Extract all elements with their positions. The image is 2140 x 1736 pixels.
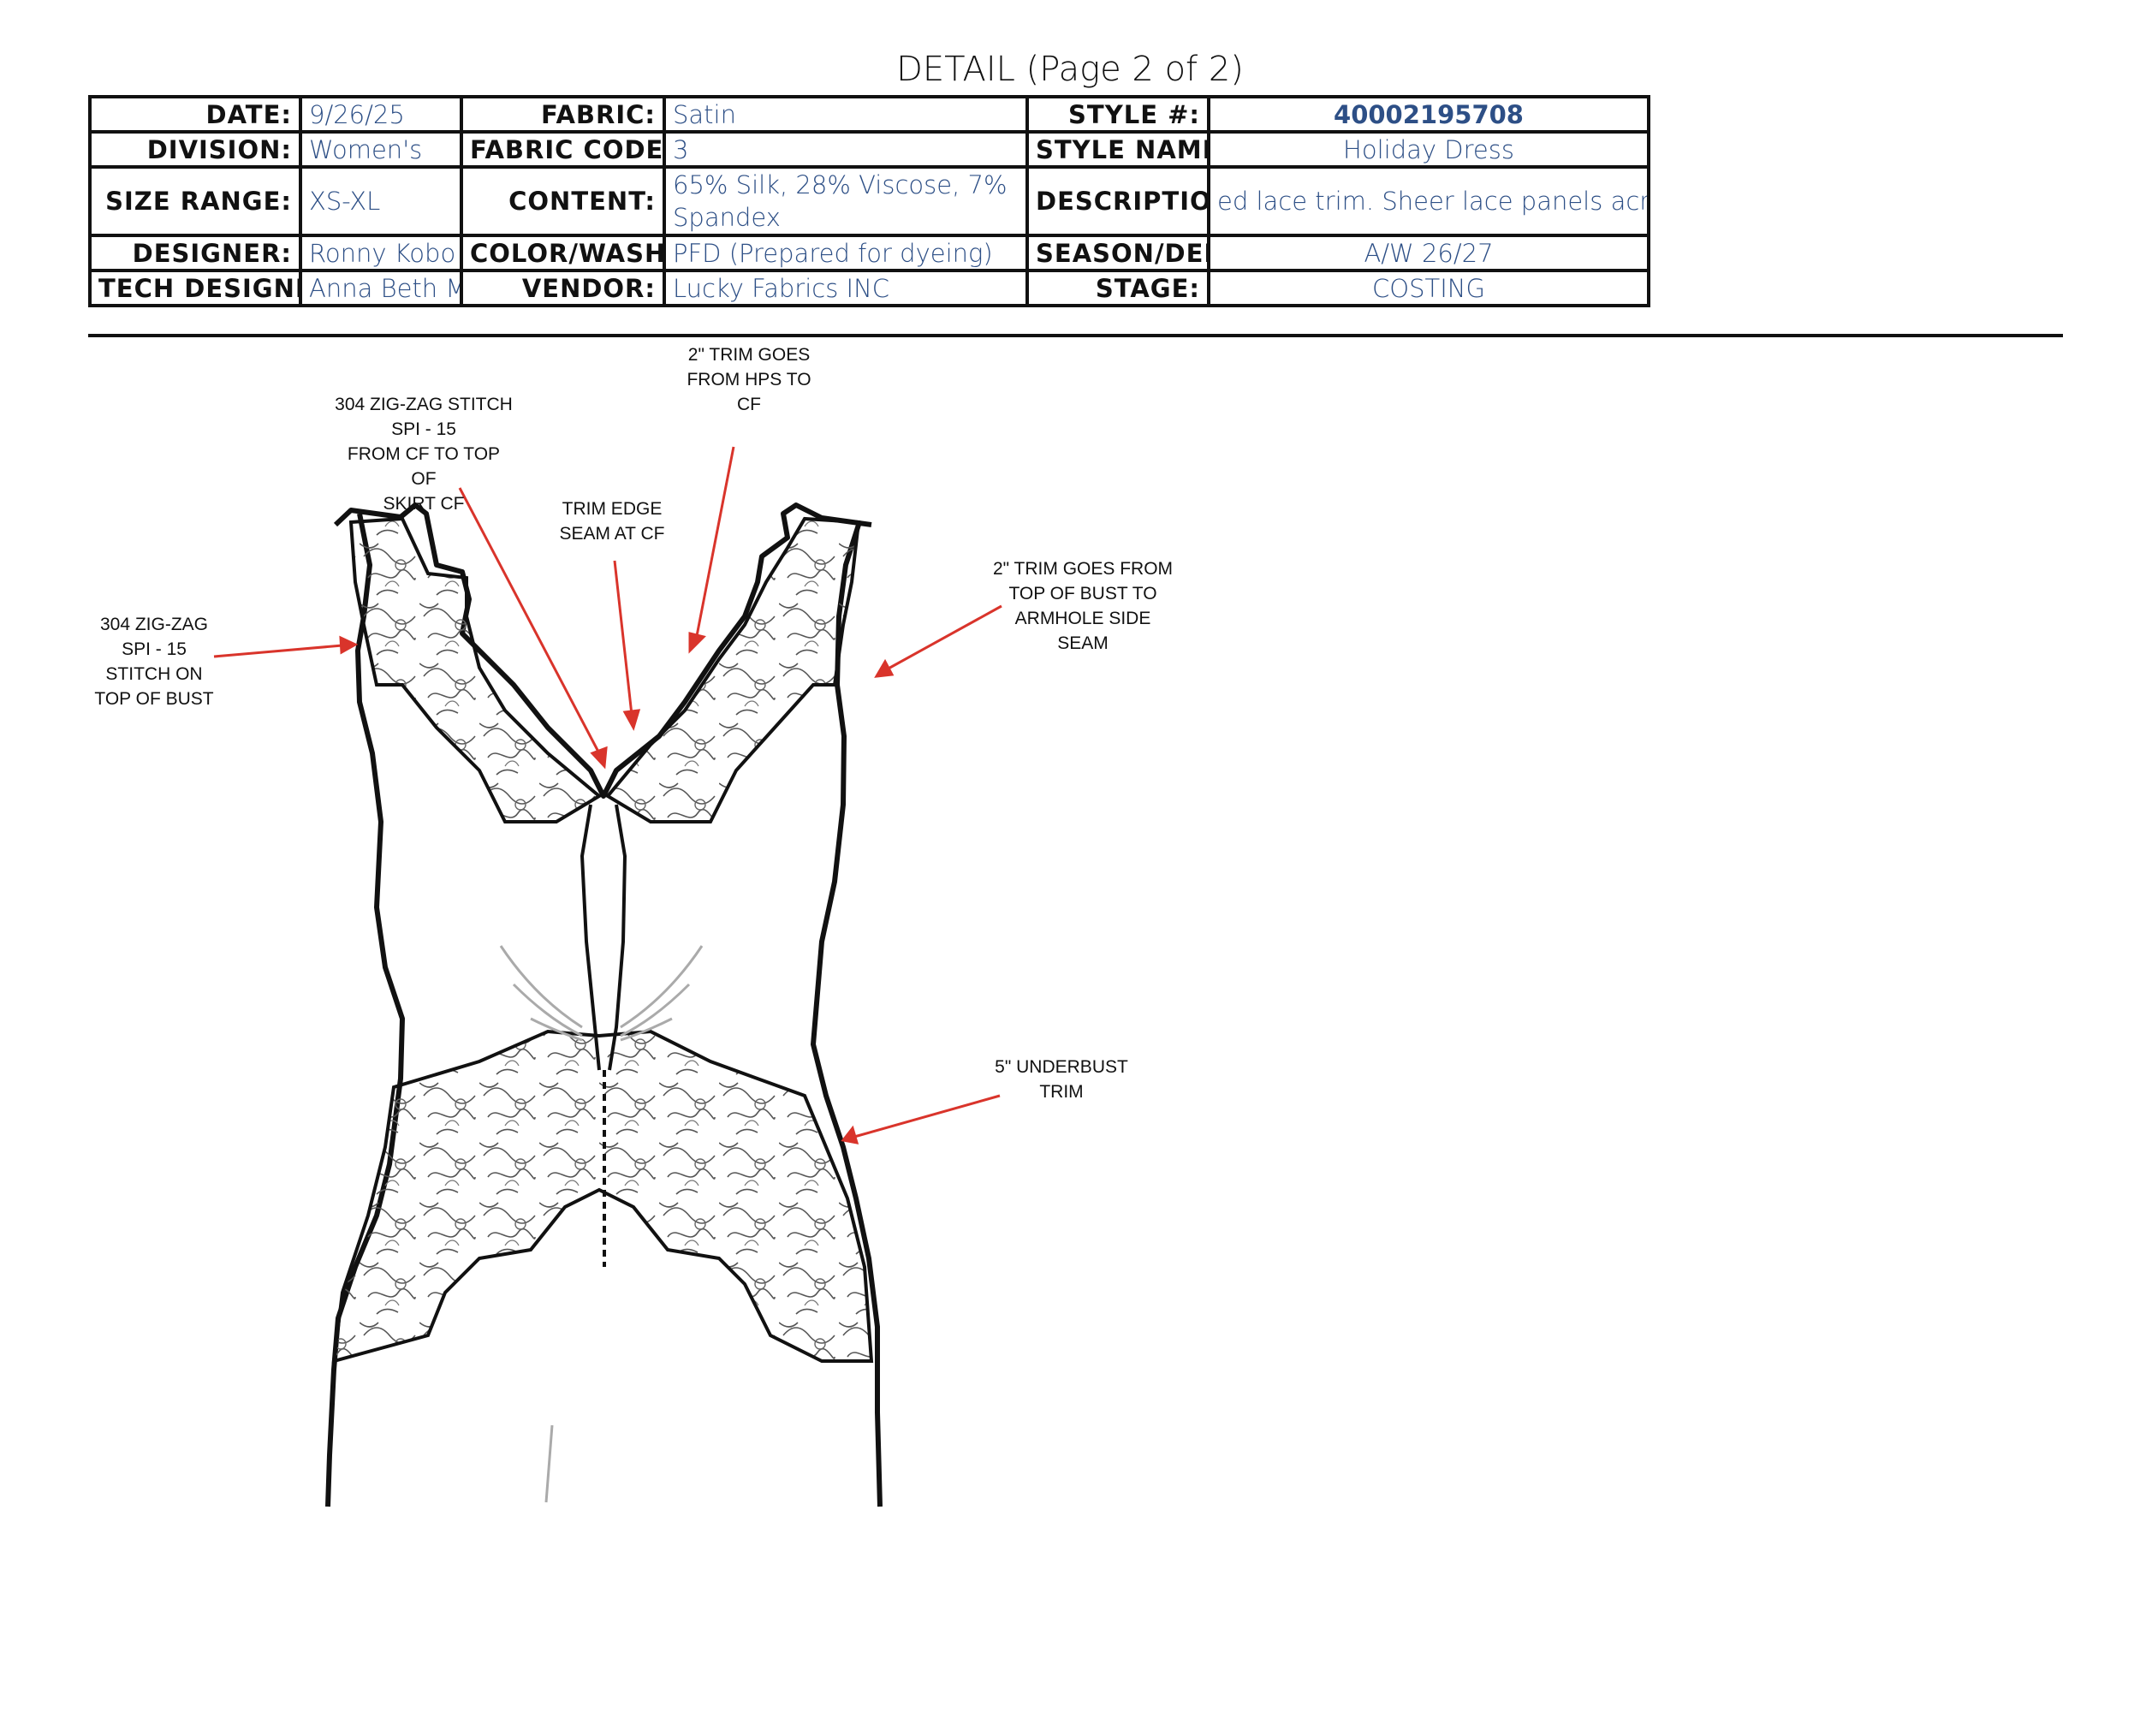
callout-underbust: 5" UNDERBUST TRIM	[995, 1057, 1128, 1102]
designer-value[interactable]: Ronny Kobo	[299, 234, 463, 272]
fabric-code-label: FABRIC CODE:	[460, 130, 666, 169]
content-label: CONTENT:	[460, 165, 666, 237]
gathers	[499, 945, 704, 1503]
spec-row: TECH DESIGNER: Anna Beth Mc VENDOR: Luck…	[88, 269, 1650, 307]
callout-trim-hps: 2" TRIM GOES FROM HPS TO CF	[687, 345, 811, 414]
callout-zigzag-bust: 304 ZIG-ZAG SPI - 15 STITCH ON TOP OF BU…	[94, 615, 214, 709]
tech-designer-label: TECH DESIGNER:	[88, 269, 302, 307]
vendor-value[interactable]: Lucky Fabrics INC	[663, 269, 1029, 307]
content-value[interactable]: 65% Silk, 28% Viscose, 7% Spandex	[663, 165, 1029, 237]
tech-designer-value[interactable]: Anna Beth Mc	[299, 269, 463, 307]
description-value[interactable]: ed lace trim. Sheer lace panels across t	[1207, 165, 1650, 237]
division-value[interactable]: Women's	[299, 130, 463, 169]
callout-arrows	[213, 446, 1002, 1144]
fabric-code-value[interactable]: 3	[663, 130, 1029, 169]
description-label: DESCRIPTION:	[1025, 165, 1210, 237]
division-label: DIVISION:	[88, 130, 302, 169]
spec-row: DATE: 9/26/25 FABRIC: Satin STYLE #: 400…	[88, 95, 1650, 134]
callout-trim-armhole: 2" TRIM GOES FROM TOP OF BUST TO ARMHOLE…	[992, 559, 1174, 653]
center-front-trim	[580, 804, 627, 1267]
style-name-label: STYLE NAME:	[1025, 130, 1210, 169]
date-label: DATE:	[88, 95, 302, 134]
style-number-value[interactable]: 40002195708	[1207, 95, 1650, 134]
callout-zigzag-cf: 304 ZIG-ZAG STITCH SPI - 15 FROM CF TO T…	[335, 395, 513, 514]
size-range-value[interactable]: XS-XL	[299, 165, 463, 237]
vendor-label: VENDOR:	[460, 269, 666, 307]
fabric-label: FABRIC:	[460, 95, 666, 134]
page-title: DETAIL (Page 2 of 2)	[896, 50, 1244, 89]
color-wash-label: COLOR/WASH:	[460, 234, 666, 272]
season-value[interactable]: A/W 26/27	[1207, 234, 1650, 272]
color-wash-value[interactable]: PFD (Prepared for dyeing)	[663, 234, 1029, 272]
date-value[interactable]: 9/26/25	[299, 95, 463, 134]
spec-row: SIZE RANGE: XS-XL CONTENT: 65% Silk, 28%…	[88, 165, 1650, 237]
season-label: SEASON/DEL:	[1025, 234, 1210, 272]
spec-row: DIVISION: Women's FABRIC CODE: 3 STYLE N…	[88, 130, 1650, 169]
stage-value[interactable]: COSTING	[1207, 269, 1650, 307]
stage-label: STAGE:	[1025, 269, 1210, 307]
size-range-label: SIZE RANGE:	[88, 165, 302, 237]
fabric-value[interactable]: Satin	[663, 95, 1029, 134]
style-number-label: STYLE #:	[1025, 95, 1210, 134]
callout-trim-edge: TRIM EDGE SEAM AT CF	[559, 499, 665, 544]
style-name-value[interactable]: Holiday Dress	[1207, 130, 1650, 169]
spec-row: DESIGNER: Ronny Kobo COLOR/WASH: PFD (Pr…	[88, 234, 1650, 272]
lace-panel	[331, 516, 874, 1364]
header-rule	[88, 334, 2063, 337]
designer-label: DESIGNER:	[88, 234, 302, 272]
spec-table: DATE: 9/26/25 FABRIC: Satin STYLE #: 400…	[88, 95, 1650, 307]
